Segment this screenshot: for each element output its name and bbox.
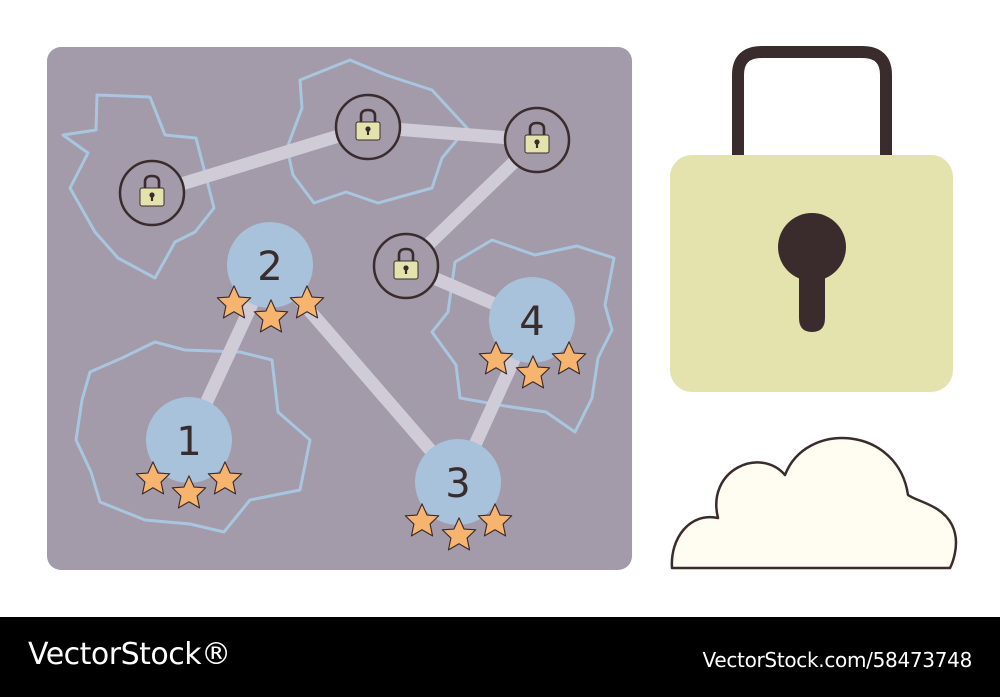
locked-level-node[interactable]: [334, 93, 402, 161]
locked-level-node[interactable]: [118, 159, 186, 227]
level-node-2[interactable]: 2: [216, 222, 325, 333]
path-segment: [145, 120, 375, 200]
level-number: 4: [519, 299, 544, 345]
brand-logo-text: VectorStock®: [28, 637, 231, 672]
cloud-icon: [670, 436, 958, 570]
image-id-text: VectorStock.com/58473748: [702, 648, 973, 672]
locked-level-node[interactable]: [503, 106, 571, 174]
keyhole-slot: [799, 262, 825, 332]
level-circle[interactable]: [227, 222, 313, 308]
region-outline: [430, 238, 616, 434]
level-number: 2: [257, 244, 282, 290]
region-outline: [74, 340, 312, 534]
level-number: 3: [445, 461, 470, 507]
watermark-footer: VectorStock® VectorStock.com/58473748: [0, 617, 1000, 697]
keyhole-icon: [778, 213, 846, 281]
locked-level-node[interactable]: [372, 232, 440, 300]
level-map: 1 2 3 4: [47, 47, 632, 570]
level-node-3[interactable]: 3: [404, 439, 513, 551]
region-outline: [61, 93, 216, 280]
padlock-icon: [670, 46, 953, 392]
level-number: 1: [176, 419, 201, 465]
region-outlines: [61, 58, 616, 534]
level-node-4[interactable]: 4: [478, 277, 587, 389]
level-circle[interactable]: [489, 277, 575, 363]
level-circle[interactable]: [146, 397, 232, 483]
level-node-1[interactable]: 1: [135, 397, 243, 509]
level-circle[interactable]: [415, 439, 501, 525]
padlock-shackle: [732, 46, 892, 160]
